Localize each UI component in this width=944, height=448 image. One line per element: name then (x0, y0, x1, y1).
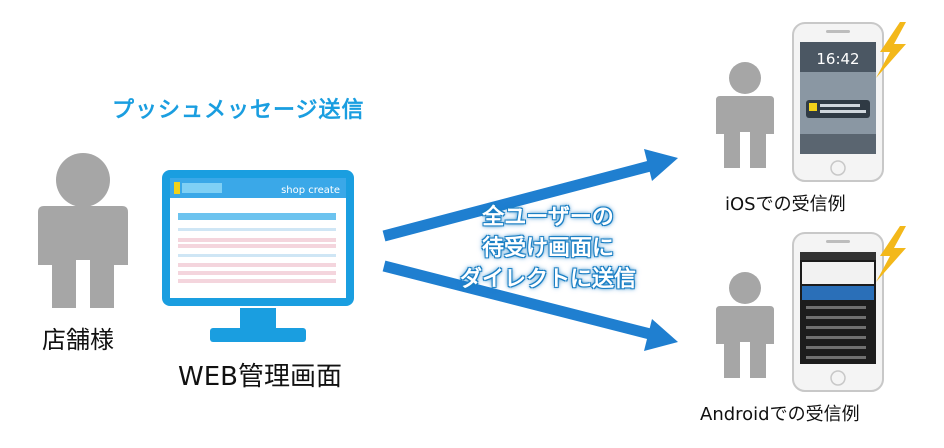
store-label: 店舗様 (42, 326, 114, 354)
android-phone (792, 232, 884, 392)
center-message-line-2: 待受け画面に (481, 236, 614, 261)
headline: プッシュメッセージ送信 (112, 98, 365, 123)
ios-notification-bolt-icon (876, 22, 906, 78)
ios-user-icon (716, 62, 774, 168)
arrow-head-ios-icon (644, 149, 678, 181)
arrow-to-android (382, 260, 652, 340)
monitor-brand-text: shop create (281, 185, 340, 196)
store-person-icon (38, 153, 128, 308)
arrow-to-ios (382, 160, 652, 242)
arrow-head-android-icon (644, 319, 678, 351)
web-admin-monitor: shop create (162, 170, 354, 342)
center-message: 全ユーザーの 待受け画面に ダイレクトに送信 (438, 202, 658, 295)
ios-clock: 16:42 (816, 50, 859, 68)
android-label: Androidでの受信例 (700, 404, 860, 425)
send-arrows (382, 149, 678, 351)
ios-label: iOSでの受信例 (725, 194, 846, 215)
android-notification-bolt-icon (876, 226, 906, 282)
center-message-line-3: ダイレクトに送信 (459, 267, 636, 292)
web-admin-label: WEB管理画面 (178, 362, 342, 392)
ios-phone: 16:42 (792, 22, 884, 182)
android-user-icon (716, 272, 774, 378)
center-message-line-1: 全ユーザーの (482, 205, 614, 230)
